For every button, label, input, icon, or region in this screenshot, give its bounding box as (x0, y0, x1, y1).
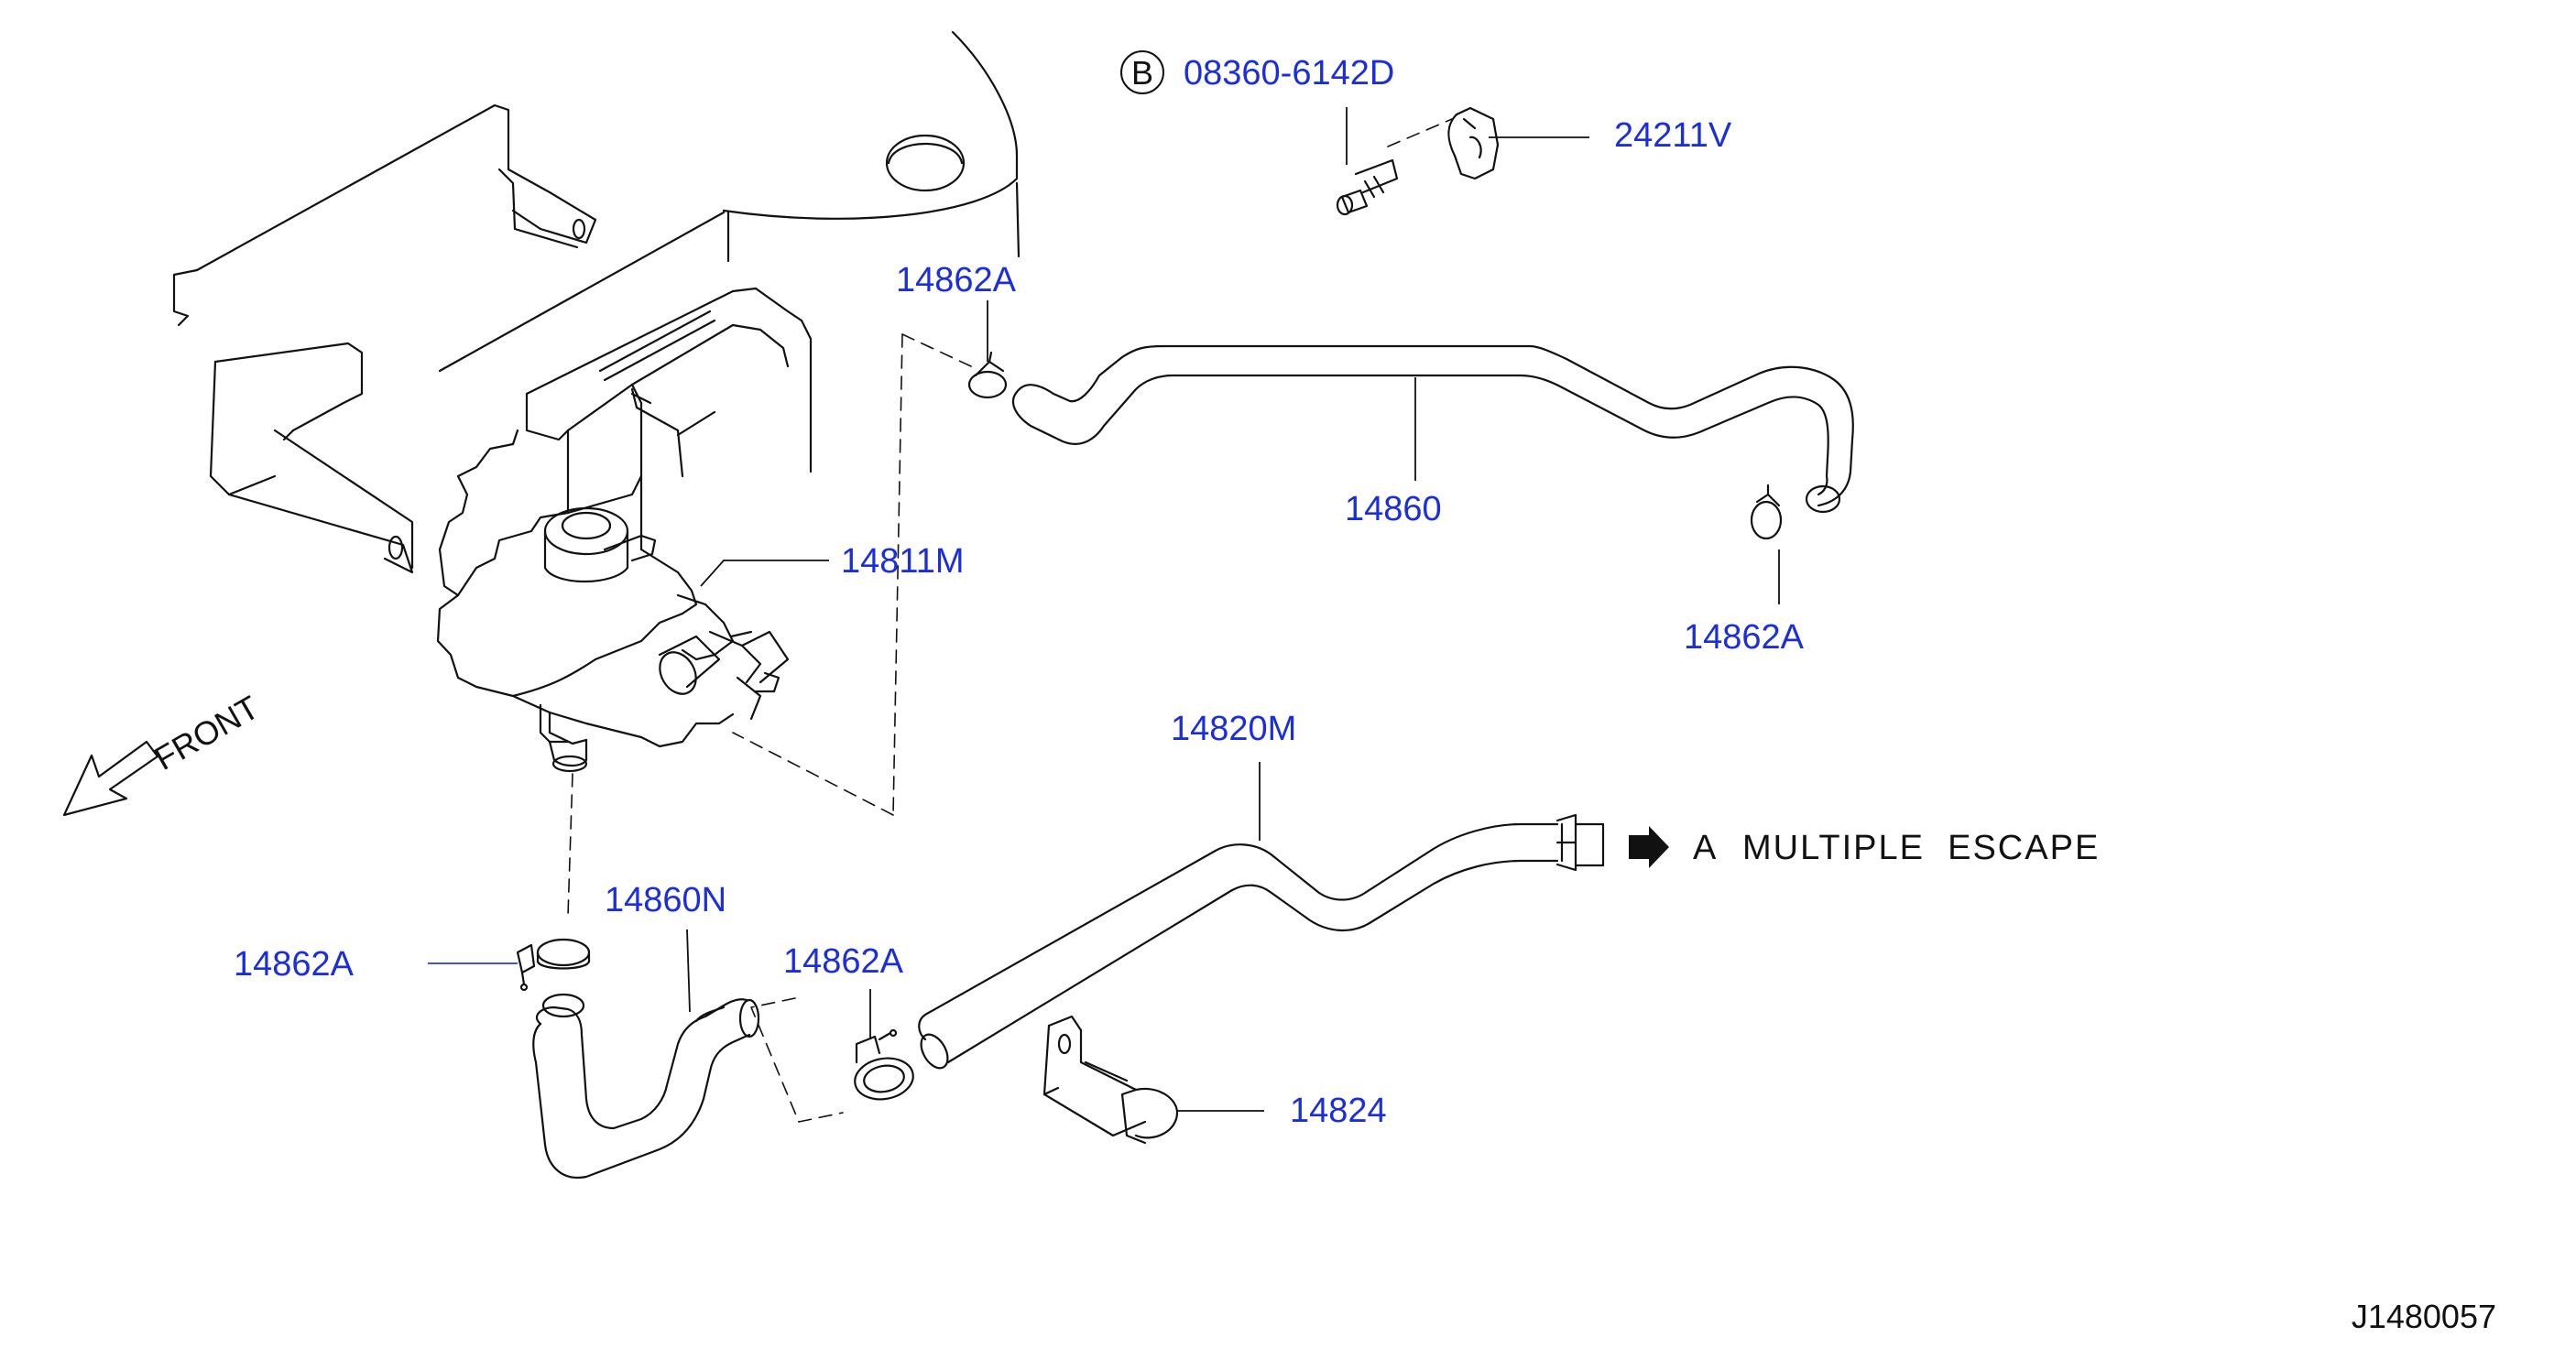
assembly-guides (567, 118, 1453, 1123)
label-clamp-right: 14862A (1684, 618, 1805, 657)
bolt-08360-6142d (1336, 158, 1399, 216)
clamp-14862a-top (967, 351, 1008, 399)
label-bolt: 08360-6142D (1184, 54, 1394, 92)
body-panel-outline (172, 30, 1021, 574)
leader-lines (428, 107, 1780, 1112)
label-hose-14860: 14860 (1345, 490, 1442, 528)
clamp-14862a-right (1750, 484, 1783, 540)
clamp-14862a-left (516, 938, 591, 1018)
bolt-marker: B (1131, 54, 1153, 92)
clamp-14862a-mid (854, 1028, 914, 1101)
label-clamp-top: 14862A (896, 261, 1017, 299)
label-canister: 14811M (841, 542, 965, 581)
bracket-14824 (1042, 1015, 1179, 1145)
arrow-right-icon (1629, 826, 1669, 868)
label-clip-24211v: 24211V (1614, 116, 1732, 155)
front-arrow-icon (62, 740, 159, 817)
label-hose-14860n: 14860N (605, 881, 726, 919)
label-clamp-mid: 14862A (783, 942, 904, 981)
bolt-marker-circle (1120, 50, 1164, 94)
evap-canister (436, 287, 813, 773)
hose-14820m (918, 813, 1605, 1070)
clip-24211v (1447, 106, 1500, 180)
label-front: FRONT (148, 688, 266, 777)
escape-note: MULTIPLE ESCAPE (1742, 829, 2100, 867)
label-bracket: 14824 (1290, 1092, 1387, 1130)
label-clamp-left: 14862A (234, 945, 355, 984)
hose-14860 (1011, 344, 1854, 514)
hose-14860n (532, 998, 760, 1180)
diagram-id: J1480057 (2352, 1298, 2496, 1335)
label-hose-14820m: 14820M (1171, 710, 1296, 748)
escape-marker: A (1693, 829, 1718, 867)
